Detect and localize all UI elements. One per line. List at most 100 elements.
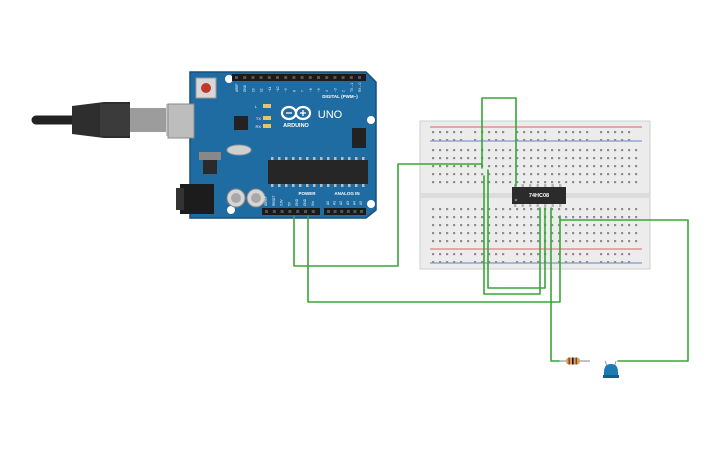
breadboard-hole [488,181,491,184]
breadboard-hole [586,232,589,235]
breadboard-hole [495,157,498,160]
digital-pin-label: ~9 [284,88,288,92]
breadboard-hole [460,261,463,264]
wire-power-to-breadboard[interactable] [293,163,483,267]
wire-ground-to-chip[interactable] [307,215,561,303]
analog-pin-label: A5 [359,201,363,205]
wire-input-loop-b[interactable] [483,175,541,295]
breadboard-hole [579,149,582,152]
resistor[interactable] [558,357,590,365]
breadboard-hole [502,253,505,256]
breadboard-hole [621,261,624,264]
breadboard-hole [488,232,491,235]
breadboard-hole [551,224,554,227]
digital-header-hole [235,76,238,79]
digital-pin-label: ~11 [268,87,272,92]
breadboard-hole [628,131,631,134]
breadboard-hole [467,240,470,243]
atmega-pin [334,157,337,160]
breadboard-hole [600,253,603,256]
breadboard-hole [439,165,442,168]
breadboard-hole [600,131,603,134]
wire-led-to-rail[interactable] [559,219,689,362]
breadboard-hole [488,139,491,142]
breadboard-hole [600,149,603,152]
voltage-regulator [203,160,217,174]
breadboard-hole [509,149,512,152]
breadboard-hole [593,224,596,227]
breadboard-hole [530,261,533,264]
breadboard-hole [530,149,533,152]
breadboard-hole [509,208,512,211]
analog-header-hole [360,210,363,213]
power-pin-label: GND [303,198,307,206]
breadboard-hole [558,149,561,152]
digital-header-hole [267,76,271,79]
breadboard-hole [593,208,596,211]
breadboard-hole [572,216,575,219]
breadboard-hole [474,131,477,134]
breadboard-hole [516,224,519,227]
breadboard-hole [467,232,470,235]
breadboard-hole [614,208,617,211]
breadboard-hole [628,261,631,264]
breadboard-hole [607,173,610,176]
breadboard-hole [579,139,582,142]
breadboard-hole [460,149,463,152]
breadboard-hole [558,261,561,264]
breadboard-hole [460,253,463,256]
capacitor-top [251,193,261,203]
breadboard-hole [509,173,512,176]
breadboard-hole [600,181,603,184]
breadboard-hole [572,149,575,152]
breadboard-hole [593,165,596,168]
breadboard-hole [481,224,484,227]
usb-connector-grip [100,104,130,136]
wire-chip-to-resistor[interactable] [550,207,560,362]
atmega-pin [348,157,351,160]
breadboard-hole [565,240,568,243]
breadboard-hole [607,216,610,219]
breadboard-hole [474,181,477,184]
breadboard-hole [565,131,568,134]
breadboard-hole [439,232,442,235]
breadboard-hole [439,253,442,256]
atmega-pin [285,184,288,187]
breadboard-holes [432,131,638,264]
power-header-hole [265,210,268,213]
breadboard-hole [621,208,624,211]
breadboard-hole [516,139,519,142]
breadboard-hole [523,131,526,134]
digital-header-hole [292,76,296,79]
breadboard-hole [446,240,449,243]
breadboard-hole [621,181,624,184]
led[interactable] [603,360,619,378]
breadboard-hole [572,131,575,134]
analog-pin-label: A1 [333,201,337,205]
logic-chip-74hc08[interactable]: 74HC08 [512,184,566,207]
power-header-hole [296,210,300,213]
breadboard-hole [537,224,540,227]
wire-input-loop-a[interactable] [487,169,546,289]
analog-header-hole [333,210,337,213]
power-header-hole [280,210,284,213]
breadboard-hole [600,173,603,176]
breadboard-hole [600,165,603,168]
breadboard-hole [628,232,631,235]
breadboard-hole [523,261,526,264]
breadboard-hole [502,149,505,152]
chip-leg [529,203,532,207]
mounting-hole [227,206,235,214]
breadboard-hole [460,181,463,184]
breadboard-hole [446,232,449,235]
power-header-hole [311,210,315,213]
breadboard-hole [628,208,631,211]
breadboard-hole [523,181,526,184]
breadboard-hole [565,173,568,176]
chip-leg [536,203,539,207]
breadboard-hole [453,253,456,256]
breadboard-hole [488,253,491,256]
wire-jumper-top-loop[interactable] [481,97,517,187]
